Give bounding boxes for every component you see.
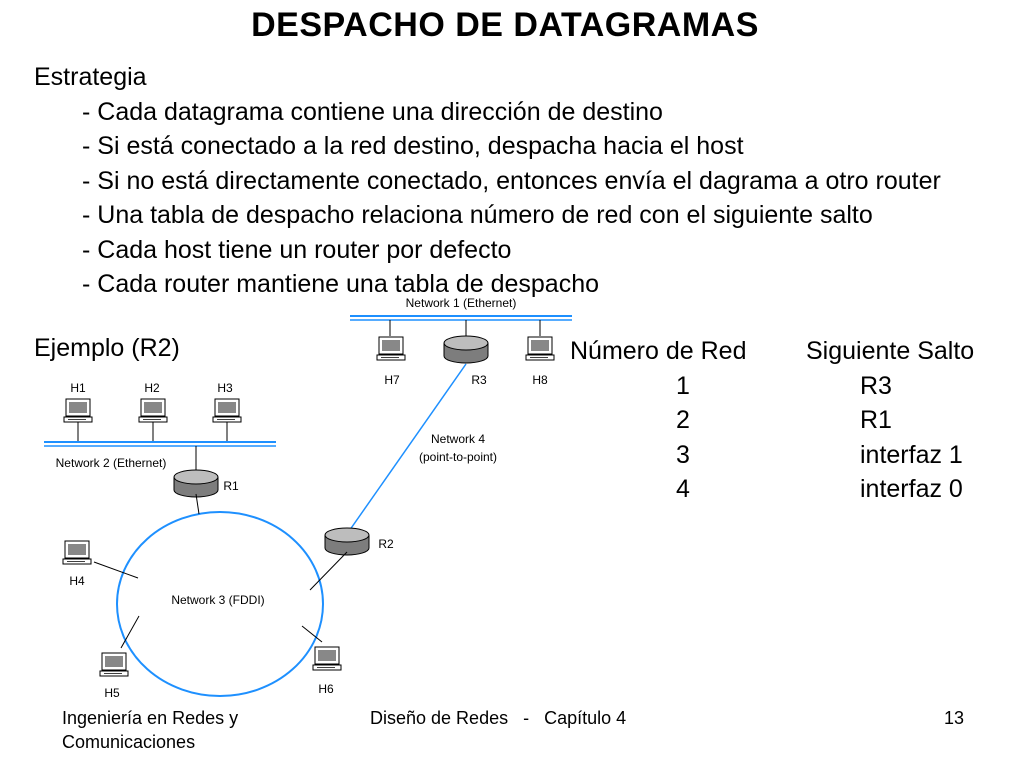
computer-icon [212,398,242,423]
network4-sublabel: (point-to-point) [419,450,497,464]
cell-next-hop: R3 [860,371,892,400]
computer-icon [99,652,129,677]
host-label-h5: H5 [104,686,120,700]
host-label-h3: H3 [217,381,233,395]
computer-icon [63,398,93,423]
example-label: Ejemplo (R2) [34,334,180,362]
host-label-h7: H7 [384,373,400,387]
cell-network: 4 [676,475,690,503]
routing-table: Número de Red Siguiente Salto 1 R3 2 R1 … [570,334,1024,507]
network1-bus [350,315,572,336]
host-label-h1: H1 [70,381,86,395]
network3-label: Network 3 (FDDI) [171,593,264,607]
cell-next-hop: interfaz 1 [860,440,963,469]
footer-chapter: Diseño de Redes - Capítulo 4 [370,708,627,728]
host-label-h4: H4 [69,574,85,588]
cell-next-hop: R1 [860,406,892,434]
header-network: Número de Red [570,337,747,365]
router-icon [324,527,370,556]
computer-icon [312,646,342,671]
table-row: 4 interfaz 0 [570,472,1024,507]
strategy-block: Estrategia - Cada datagrama contiene una… [34,60,941,302]
header-next-hop: Siguiente Salto [806,337,975,365]
network4-label: Network 4 [431,432,485,446]
footer-course-line2: Comunicaciones [62,732,196,752]
network2-bus [44,422,276,476]
router-icon [173,469,219,498]
strategy-heading: Estrategia [34,63,147,91]
computer-icon [525,336,555,361]
network4-link [346,363,467,535]
routing-table-header: Número de Red Siguiente Salto [570,334,1024,369]
cell-network: 2 [676,406,690,434]
bullet-item: - Si no está directamente conectado, ent… [82,166,941,195]
footer-course: Ingeniería en Redes y Comunicaciones [62,706,238,754]
router-label-r1: R1 [223,479,239,493]
footer-course-line1: Ingeniería en Redes y [62,708,239,728]
computer-icon [62,540,92,565]
computer-icon [376,336,406,361]
table-row: 1 R3 [570,369,1024,404]
router-icon [443,335,489,364]
network3-ring [116,511,324,697]
table-row: 3 interfaz 1 [570,438,1024,473]
bullet-item: - Cada router mantiene una tabla de desp… [82,270,600,298]
table-row: 2 R1 [570,403,1024,438]
bullet-item: - Cada datagrama contiene una dirección … [82,97,663,126]
slide-title: DESPACHO DE DATAGRAMAS [251,6,759,44]
bullet-item: - Cada host tiene un router por defecto [82,235,512,264]
host-label-h8: H8 [532,373,548,387]
network1-label: Network 1 (Ethernet) [406,296,517,310]
router-label-r2: R2 [378,537,394,551]
page-number: 13 [944,708,965,728]
bullet-item: - Si está conectado a la red destino, de… [82,132,744,160]
computer-icon [138,398,168,423]
host-label-h2: H2 [144,381,160,395]
network-diagram: Network 1 (Ethernet) H7 R3 H8 Network 4 … [44,296,572,700]
host-label-h6: H6 [318,682,334,696]
network2-label: Network 2 (Ethernet) [56,456,167,470]
cell-next-hop: interfaz 0 [860,475,963,503]
cell-network: 1 [676,371,690,400]
router-label-r3: R3 [471,373,487,387]
bullet-item: - Una tabla de despacho relaciona número… [82,201,873,229]
cell-network: 3 [676,440,690,469]
